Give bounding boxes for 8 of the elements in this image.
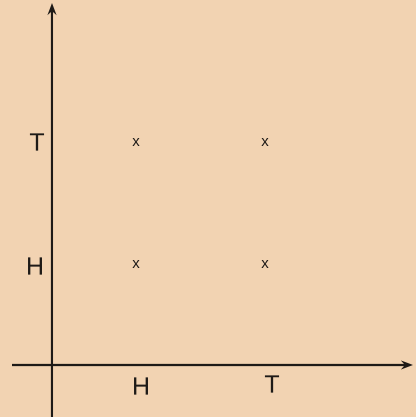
axis-label: T <box>30 133 44 151</box>
axis-label: H <box>134 377 148 395</box>
point-mark: x <box>132 260 140 268</box>
point-mark: x <box>132 138 140 146</box>
axis-label: H <box>28 257 42 275</box>
point-mark: x <box>261 138 269 146</box>
axis-label: T <box>264 375 280 393</box>
point-mark: x <box>261 260 269 268</box>
